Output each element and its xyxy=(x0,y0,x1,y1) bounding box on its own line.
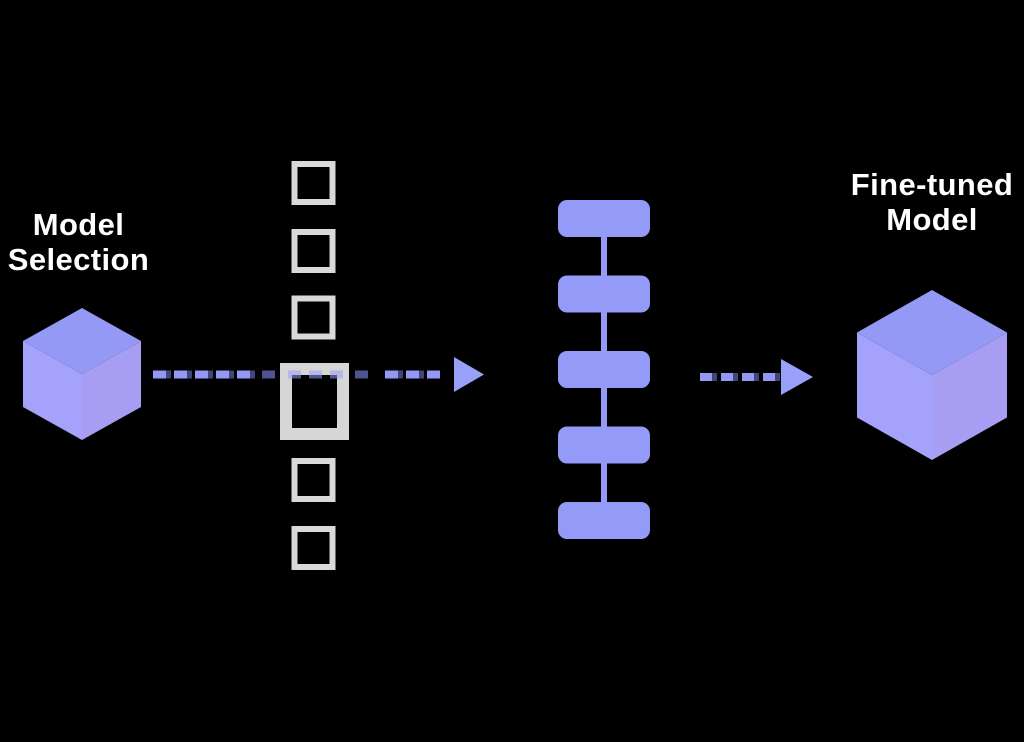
pipeline-block-column xyxy=(558,200,650,539)
cube-left-face xyxy=(857,332,932,460)
arrow-samples-to-pipeline xyxy=(288,357,484,392)
arrow-dash xyxy=(216,370,229,379)
outlined-square-icon xyxy=(291,161,336,205)
outlined-square-icon xyxy=(291,458,336,502)
outlined-square-icon xyxy=(291,295,336,340)
arrowhead-icon xyxy=(781,359,813,395)
arrow-dash xyxy=(406,370,419,379)
arrow-dash-overlay xyxy=(309,370,322,379)
arrow-dash xyxy=(700,373,712,381)
arrow-dash-dark xyxy=(355,370,368,379)
model-selection-label: Model Selection xyxy=(0,207,157,277)
cube-right-face xyxy=(82,341,141,440)
model-selection-label-line2: Selection xyxy=(7,242,150,277)
arrow-dash xyxy=(721,373,733,381)
highlighted-square-icon xyxy=(280,363,349,440)
model-selection-label-line1: Model xyxy=(32,207,125,242)
arrow-dash xyxy=(153,370,166,379)
arrow-dash-overlay xyxy=(288,370,301,379)
outlined-square-icon xyxy=(291,526,336,570)
arrow-dash xyxy=(195,370,208,379)
arrow-pipeline-to-model xyxy=(700,359,813,395)
fine-tuned-model-label-line2: Model xyxy=(886,202,978,237)
pipeline-block xyxy=(558,200,650,237)
pipeline-block xyxy=(558,351,650,388)
arrow-dash-dark xyxy=(262,370,275,379)
arrow-dash-overlay xyxy=(330,370,343,379)
outlined-square-icon xyxy=(291,229,336,273)
pipeline-block xyxy=(558,502,650,539)
arrow-dash xyxy=(763,373,775,381)
fine-tuned-model-label-line1: Fine-tuned xyxy=(850,167,1014,202)
arrow-dash xyxy=(427,370,440,379)
fine-tuned-model-cube-icon xyxy=(857,290,1007,460)
sample-square-column xyxy=(280,161,349,570)
fine-tuned-model-label: Fine-tuned Model xyxy=(825,167,1024,237)
arrow-dash xyxy=(237,370,250,379)
pipeline-block xyxy=(558,426,650,464)
pipeline-block xyxy=(558,275,650,313)
arrow-dash xyxy=(742,373,754,381)
arrow-dash xyxy=(174,370,187,379)
arrow-model-to-samples xyxy=(153,370,275,379)
base-model-cube-icon xyxy=(23,308,141,440)
arrowhead-icon xyxy=(454,357,484,392)
cube-left-face xyxy=(23,341,82,440)
arrow-dash xyxy=(385,370,398,379)
cube-right-face xyxy=(932,332,1007,460)
